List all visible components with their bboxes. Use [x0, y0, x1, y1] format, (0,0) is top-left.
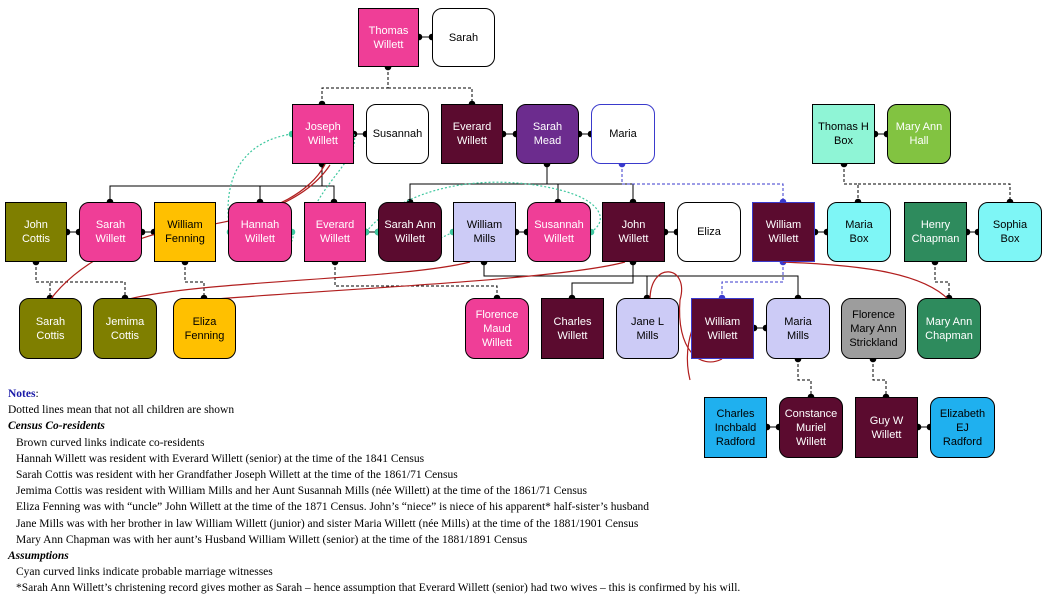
- person-william-mills[interactable]: William Mills: [453, 202, 516, 262]
- person-sarah-willett[interactable]: Sarah Willett: [79, 202, 142, 262]
- census-line: Brown curved links indicate co-residents: [16, 436, 205, 449]
- co-resident-link: [203, 261, 626, 301]
- person-constance-muriel-willett[interactable]: Constance Muriel Willett: [779, 397, 843, 458]
- descent-line: [934, 262, 950, 298]
- person-john-willett[interactable]: John Willett: [602, 202, 665, 262]
- person-maria[interactable]: Maria: [591, 104, 655, 164]
- person-everard-willett-senior[interactable]: Everard Willett: [441, 104, 503, 164]
- person-maria-mills[interactable]: Maria Mills: [766, 298, 830, 359]
- person-william-fenning[interactable]: William Fenning: [154, 202, 216, 262]
- person-sophia-box[interactable]: Sophia Box: [978, 202, 1042, 262]
- person-william-willett-senior[interactable]: William Willett: [752, 202, 815, 262]
- assumption-line: *Sarah Ann Willett’s christening record …: [16, 582, 741, 595]
- person-eliza[interactable]: Eliza: [677, 202, 741, 262]
- person-susannah-willett[interactable]: Susannah Willett: [527, 202, 591, 262]
- descent-line: [109, 164, 323, 202]
- person-mary-ann-chapman[interactable]: Mary Ann Chapman: [917, 298, 981, 359]
- co-resident-link: [649, 271, 723, 363]
- descent-line: [721, 262, 784, 298]
- census-line: Hannah Willett was resident with Everard…: [16, 452, 425, 465]
- person-joseph-willett[interactable]: Joseph Willett: [292, 104, 354, 164]
- census-line: Jane Mills was with her brother in law W…: [16, 517, 639, 530]
- assumptions-heading: Assumptions: [8, 550, 69, 563]
- person-jemima-cottis[interactable]: Jemima Cottis: [93, 298, 157, 359]
- person-florence-mary-ann-strickland[interactable]: Florence Mary Ann Strickland: [841, 298, 906, 359]
- descent-line: [571, 262, 634, 298]
- census-line: Eliza Fenning was with “uncle” John Will…: [16, 501, 650, 514]
- descent-line: [797, 359, 812, 397]
- descent-line: [483, 262, 799, 298]
- descent-line: [321, 67, 389, 104]
- census-line: Sarah Cottis was resident with her Grand…: [16, 469, 458, 482]
- person-william-willett-junior[interactable]: William Willett: [691, 298, 754, 359]
- person-thomas-willett[interactable]: Thomas Willett: [358, 8, 419, 67]
- census-line: Mary Ann Chapman was with her aunt’s Hus…: [16, 533, 528, 546]
- co-resident-link: [124, 261, 471, 301]
- descent-line: [50, 281, 126, 298]
- person-mary-ann-hall[interactable]: Mary Ann Hall: [887, 104, 951, 164]
- person-sarah-cottis[interactable]: Sarah Cottis: [19, 298, 82, 359]
- notes-title-row: Notes:: [8, 388, 39, 400]
- person-florence-maud-willett[interactable]: Florence Maud Willett: [465, 298, 529, 359]
- census-line: Jemima Cottis was resident with William …: [16, 485, 588, 498]
- descent-line: [388, 87, 473, 104]
- person-john-cottis[interactable]: John Cottis: [5, 202, 67, 262]
- person-guy-w-willett[interactable]: Guy W Willett: [855, 397, 918, 458]
- person-thomas-h-box[interactable]: Thomas H Box: [812, 104, 875, 164]
- person-henry-chapman[interactable]: Henry Chapman: [904, 202, 967, 262]
- person-sarah-mead[interactable]: Sarah Mead: [516, 104, 579, 164]
- notes-title: Notes: [8, 388, 36, 400]
- descent-line: [35, 262, 51, 298]
- descent-line: [547, 183, 634, 202]
- descent-line: [409, 164, 548, 202]
- census-heading: Census Co-residents: [8, 420, 105, 433]
- descent-line: [322, 185, 335, 202]
- person-elizabeth-ej-radford[interactable]: Elizabeth EJ Radford: [930, 397, 995, 458]
- witness-link: [303, 133, 356, 233]
- descent-line: [184, 262, 205, 298]
- person-eliza-fenning[interactable]: Eliza Fenning: [173, 298, 236, 359]
- person-hannah-willett[interactable]: Hannah Willett: [228, 202, 292, 262]
- person-charles-inchbald-radford[interactable]: Charles Inchbald Radford: [704, 397, 767, 458]
- person-everard-willett-junior[interactable]: Everard Willett: [304, 202, 366, 262]
- descent-line: [843, 164, 859, 202]
- person-jane-l-mills[interactable]: Jane L Mills: [616, 298, 679, 359]
- descent-line: [858, 183, 1011, 202]
- person-susannah[interactable]: Susannah: [366, 104, 429, 164]
- person-charles-willett[interactable]: Charles Willett: [541, 298, 604, 359]
- assumption-line: Cyan curved links indicate probable marr…: [16, 566, 273, 579]
- person-sarah[interactable]: Sarah: [432, 8, 495, 67]
- notes-panel: Notes: Dotted lines mean that not all ch…: [8, 386, 908, 597]
- descent-line: [872, 359, 887, 397]
- notes-dotted-line: Dotted lines mean that not all children …: [8, 404, 235, 417]
- person-sarah-ann-willett[interactable]: Sarah Ann Willett: [378, 202, 442, 262]
- descent-line: [621, 164, 784, 202]
- co-resident-link: [782, 261, 950, 301]
- descent-line: [334, 262, 498, 298]
- person-maria-box[interactable]: Maria Box: [827, 202, 891, 262]
